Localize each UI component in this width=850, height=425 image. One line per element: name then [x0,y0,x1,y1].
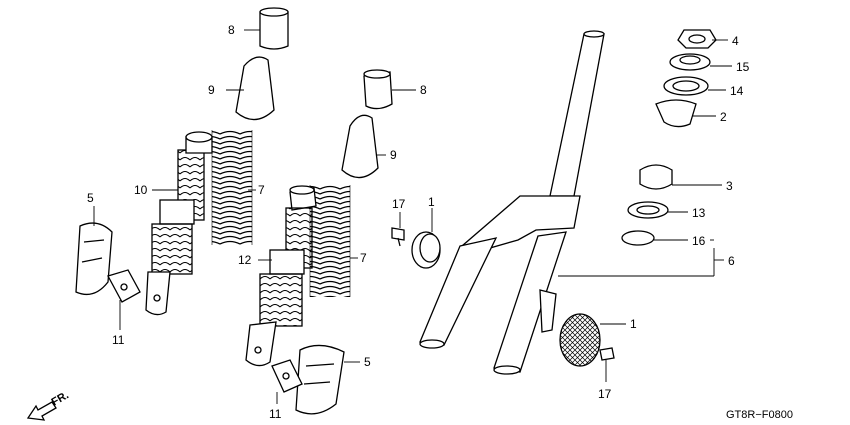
callout-15: 15 [736,60,750,74]
bolt-lower [599,347,615,361]
spring-seat-left [235,56,275,121]
callout-9-right: 9 [390,148,397,162]
callout-2: 2 [720,110,727,124]
callout-7-right: 7 [360,251,367,265]
callout-5-left: 5 [87,191,94,205]
callout-17-upper: 17 [392,197,406,211]
bracket-right [271,359,303,393]
callout-6: 6 [728,254,735,268]
callout-3: 3 [726,179,733,193]
callout-11-left: 11 [112,333,125,347]
cap-plug-lower [559,313,601,367]
arrow-icon [26,401,57,421]
leader-lines [93,29,732,404]
spacer-collar-left [259,7,289,50]
bolt-upper [391,227,405,247]
callout-8-left: 8 [228,23,235,37]
steel-ball-top [663,76,709,96]
callouts: 8 9 10 7 5 11 8 9 12 7 5 11 17 1 4 15 14… [87,23,750,421]
callout-5-right: 5 [364,355,371,369]
damper-tube-right [245,185,317,367]
top-ball-race [655,99,697,128]
drawing-code: GT8R−F0800 [726,409,793,421]
fork-cover-right [295,344,345,415]
callout-1-lower: 1 [630,317,637,331]
callout-17-lower: 17 [598,387,612,401]
top-cone-race [669,53,711,71]
callout-13: 13 [692,206,706,220]
callout-8-right: 8 [420,83,427,97]
fork-spring-left [212,130,252,245]
bottom-cone-race [621,230,655,246]
spring-seat-right [341,114,379,179]
callout-16: 16 [692,234,706,248]
callout-1-upper: 1 [428,195,435,209]
callout-9-left: 9 [208,83,215,97]
fork-spring-right [310,185,350,297]
bottom-ball-race [639,164,673,190]
lock-nut [677,29,717,49]
callout-10: 10 [134,183,148,197]
callout-7-left: 7 [258,183,265,197]
steering-stem [419,30,605,375]
callout-11-right: 11 [269,407,282,421]
cap-plug-upper [411,231,441,269]
callout-4: 4 [732,34,739,48]
front-direction-indicator: FR. [26,389,71,421]
damper-tube-left [145,131,213,316]
fork-cover-left [75,222,113,296]
head-bearing-stack [621,29,717,246]
left-fork-assembly [75,7,289,316]
spacer-collar-right [363,69,393,110]
callout-12: 12 [238,253,252,267]
direction-label: FR. [50,389,71,408]
bracket-left [107,269,141,303]
steel-ball-bottom [627,201,669,219]
middle-fork-assembly [245,69,393,415]
callout-14: 14 [730,84,744,98]
